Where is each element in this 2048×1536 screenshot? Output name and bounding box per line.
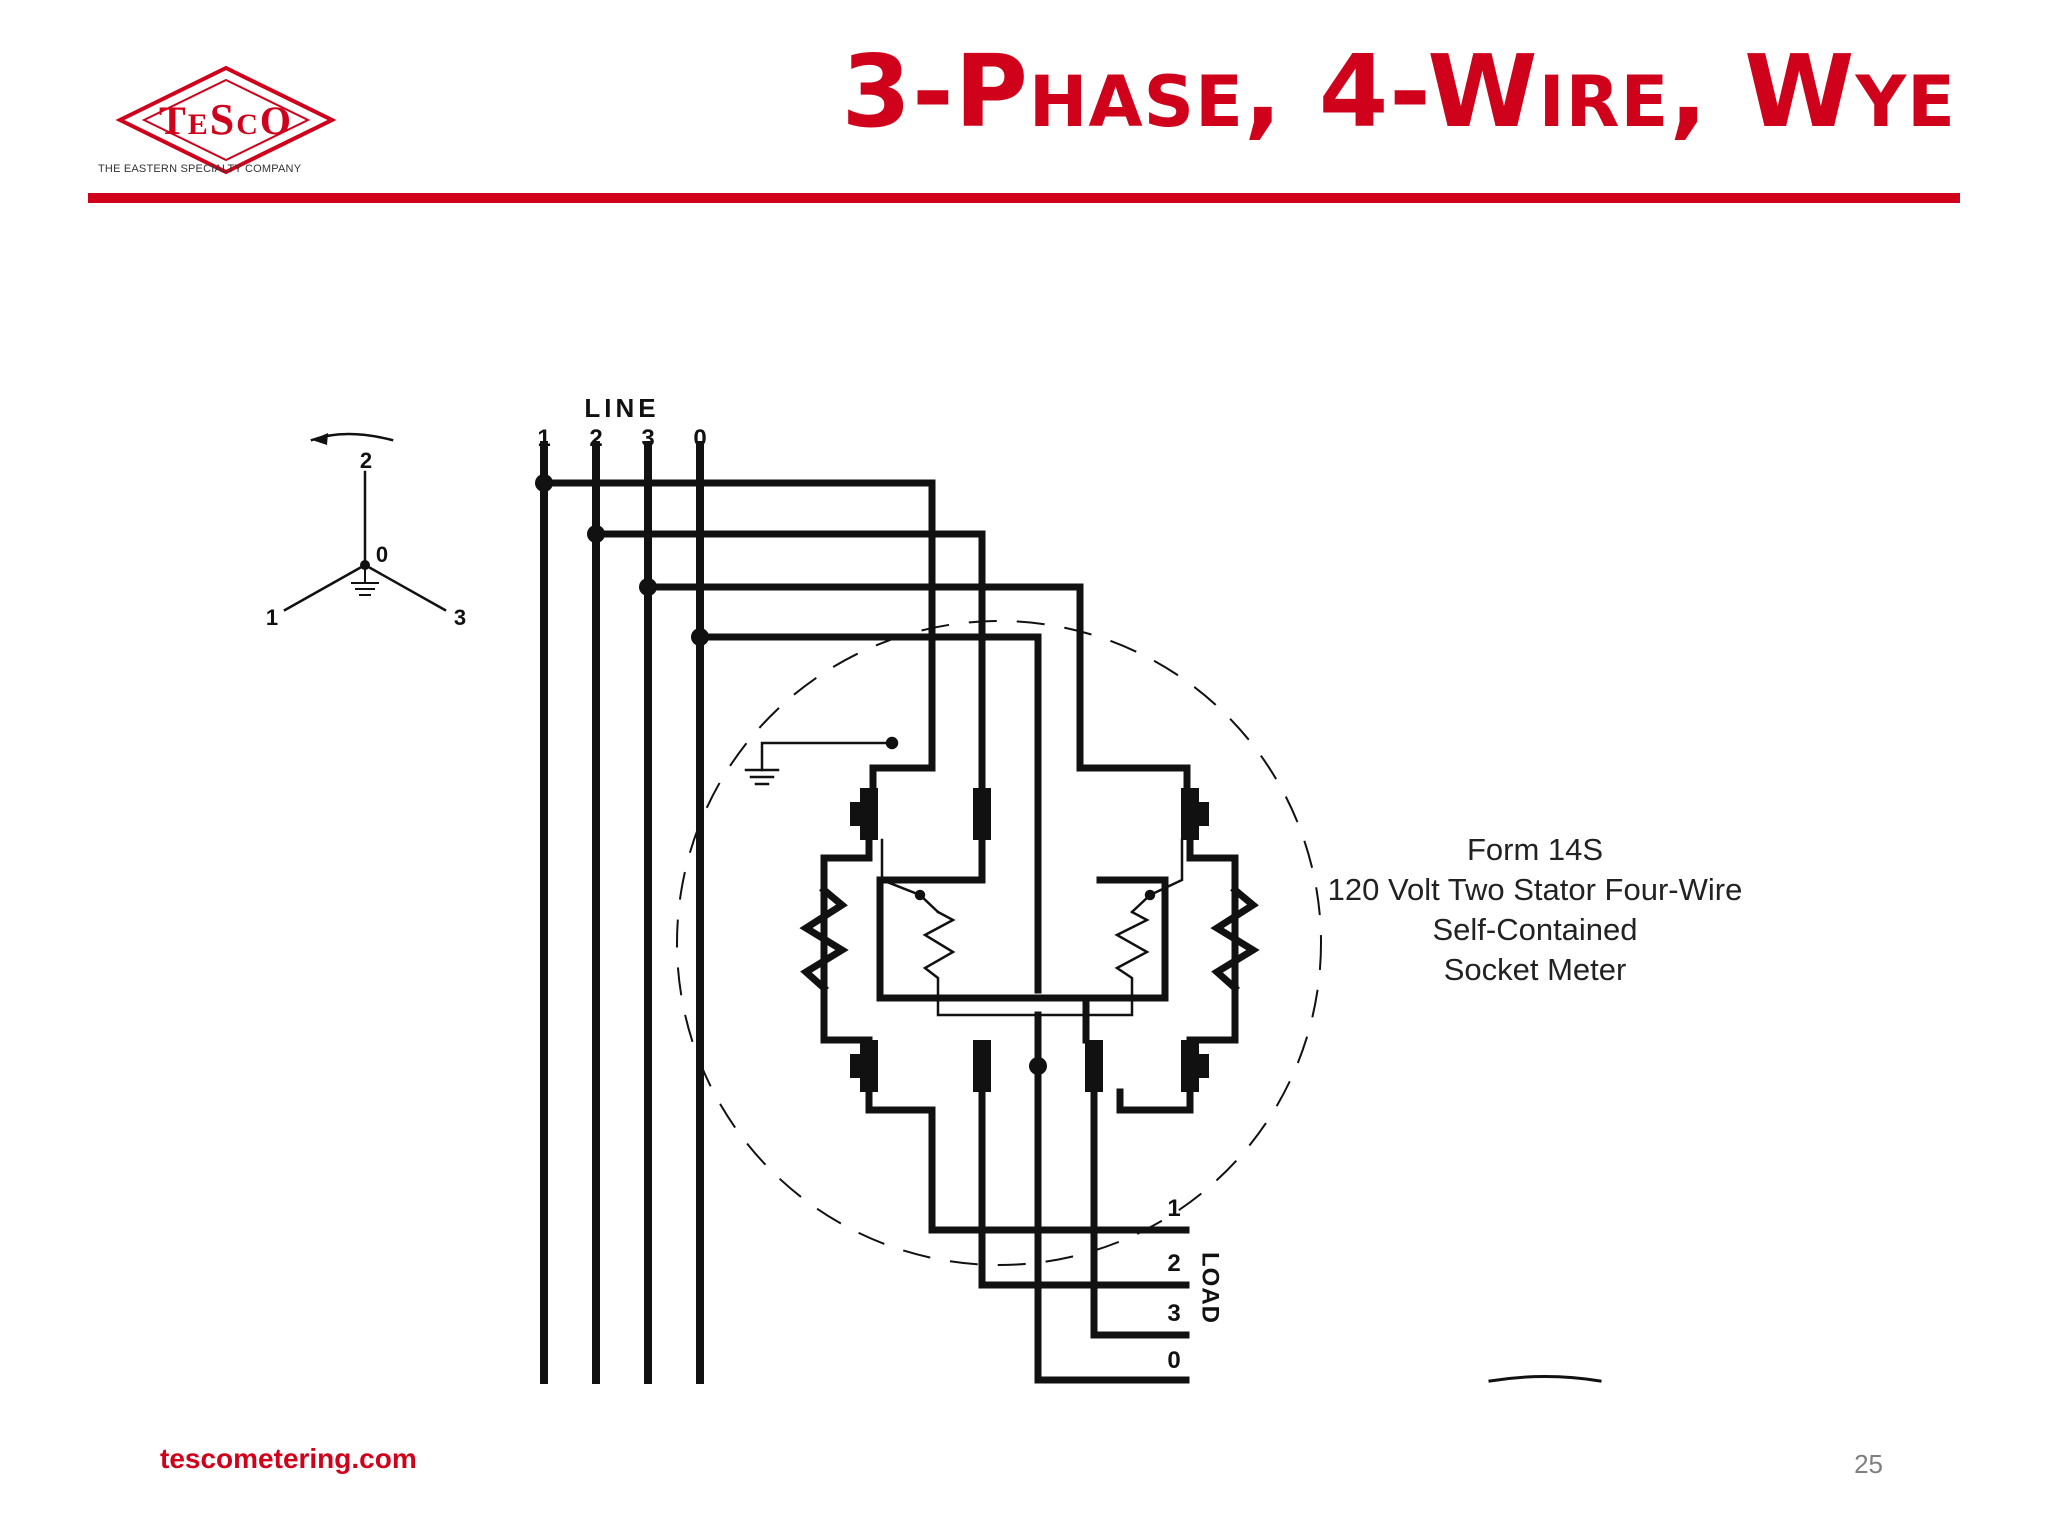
load-terminal-0: 0: [1167, 1347, 1180, 1374]
line-terminal-1: 1: [537, 425, 550, 452]
current-coils: [820, 836, 1239, 1044]
company-tagline: THE EASTERN SPECIALTY COMPANY: [98, 163, 302, 175]
caption-line-3: Self-Contained: [1432, 912, 1637, 947]
tesco-logo: TESCO: [115, 65, 337, 175]
phasor-label-top: 2: [360, 448, 372, 473]
line-label: LINE: [584, 393, 659, 423]
line-taps: [540, 479, 1191, 994]
page-number: 25: [1854, 1449, 1883, 1479]
line-terminal-2: 2: [589, 425, 602, 452]
potential-coils: [880, 838, 1184, 1017]
upper-jaws: [850, 788, 1209, 840]
header-divider: [88, 193, 1960, 203]
current-coil-zigzags: [799, 885, 1260, 993]
phasor-label-left: 1: [266, 605, 278, 630]
load-terminal-2: 2: [1167, 1250, 1180, 1277]
line-terminal-3: 3: [641, 425, 654, 452]
phasor-label-neutral: 0: [376, 542, 388, 567]
phasor-diagram: [283, 432, 447, 612]
wiring-diagram: LINE 1 2 3 0 2 0 1 3 1 2 3 0 LOAD Form 1…: [266, 393, 1743, 1384]
load-terminal-3: 3: [1167, 1300, 1180, 1327]
load-terminal-1: 1: [1167, 1195, 1180, 1222]
load-wiring: [865, 1062, 1194, 1384]
line-terminal-0: 0: [693, 425, 706, 452]
lower-jaws: [850, 1040, 1209, 1092]
load-label: LOAD: [1197, 1252, 1224, 1324]
caption-line-2: 120 Volt Two Stator Four-Wire: [1328, 872, 1743, 907]
socket-ground: [744, 736, 899, 786]
line-bus: [540, 441, 704, 1384]
caption-line-1: Form 14S: [1467, 832, 1603, 867]
meter-socket-outline: [676, 620, 1322, 1266]
svg-text:TESCO: TESCO: [159, 95, 293, 144]
caption-line-4: Socket Meter: [1444, 952, 1627, 987]
phasor-label-right: 3: [454, 605, 466, 630]
footer-url[interactable]: tescometering.com: [160, 1443, 417, 1474]
tap-junctions: [535, 474, 709, 646]
page-title: 3-Phase, 4-Wire, Wye: [841, 33, 1956, 150]
